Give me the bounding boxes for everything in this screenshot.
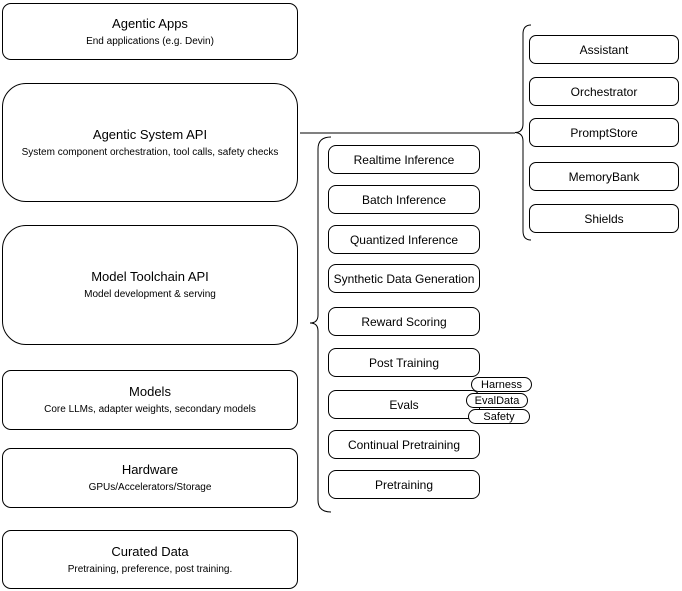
node-models: Models Core LLMs, adapter weights, secon… xyxy=(2,370,298,430)
node-title: Agentic System API xyxy=(92,126,208,142)
node-subtitle: End applications (e.g. Devin) xyxy=(86,35,214,47)
node-title: Model Toolchain API xyxy=(91,269,209,284)
node-agentic-apps: Agentic Apps End applications (e.g. Devi… xyxy=(2,3,298,60)
node-subtitle: Model development & serving xyxy=(84,289,216,300)
node-post-training: Post Training xyxy=(328,348,480,377)
node-synthetic-data-generation: Synthetic Data Generation xyxy=(328,264,480,293)
node-curated-data: Curated Data Pretraining, preference, po… xyxy=(2,530,298,589)
node-hardware: Hardware GPUs/Accelerators/Storage xyxy=(2,448,298,508)
node-reward-scoring: Reward Scoring xyxy=(328,307,480,336)
node-assistant: Assistant xyxy=(529,35,679,64)
node-continual-pretraining: Continual Pretraining xyxy=(328,430,480,459)
tag-evaldata: EvalData xyxy=(466,393,528,408)
node-subtitle: Core LLMs, adapter weights, secondary mo… xyxy=(44,404,256,415)
node-pretraining: Pretraining xyxy=(328,470,480,499)
node-agentic-system-api: Agentic System API System component orch… xyxy=(2,83,298,202)
node-orchestrator: Orchestrator xyxy=(529,77,679,106)
node-model-toolchain-api: Model Toolchain API Model development & … xyxy=(2,225,298,345)
node-subtitle: GPUs/Accelerators/Storage xyxy=(88,482,212,493)
node-realtime-inference: Realtime Inference xyxy=(328,145,480,174)
node-title: Agentic Apps xyxy=(112,15,188,31)
node-evals: Evals xyxy=(328,390,480,419)
tag-safety: Safety xyxy=(468,409,530,424)
tag-harness: Harness xyxy=(471,377,532,392)
node-title: Curated Data xyxy=(111,543,189,559)
node-title: Hardware xyxy=(121,462,179,477)
node-subtitle: System component orchestration, tool cal… xyxy=(21,146,279,158)
node-shields: Shields xyxy=(529,204,679,233)
node-promptstore: PromptStore xyxy=(529,118,679,147)
node-title: Models xyxy=(129,384,171,399)
node-batch-inference: Batch Inference xyxy=(328,185,480,214)
node-subtitle: Pretraining, preference, post training. xyxy=(67,563,233,575)
node-quantized-inference: Quantized Inference xyxy=(328,225,480,254)
node-memorybank: MemoryBank xyxy=(529,162,679,191)
